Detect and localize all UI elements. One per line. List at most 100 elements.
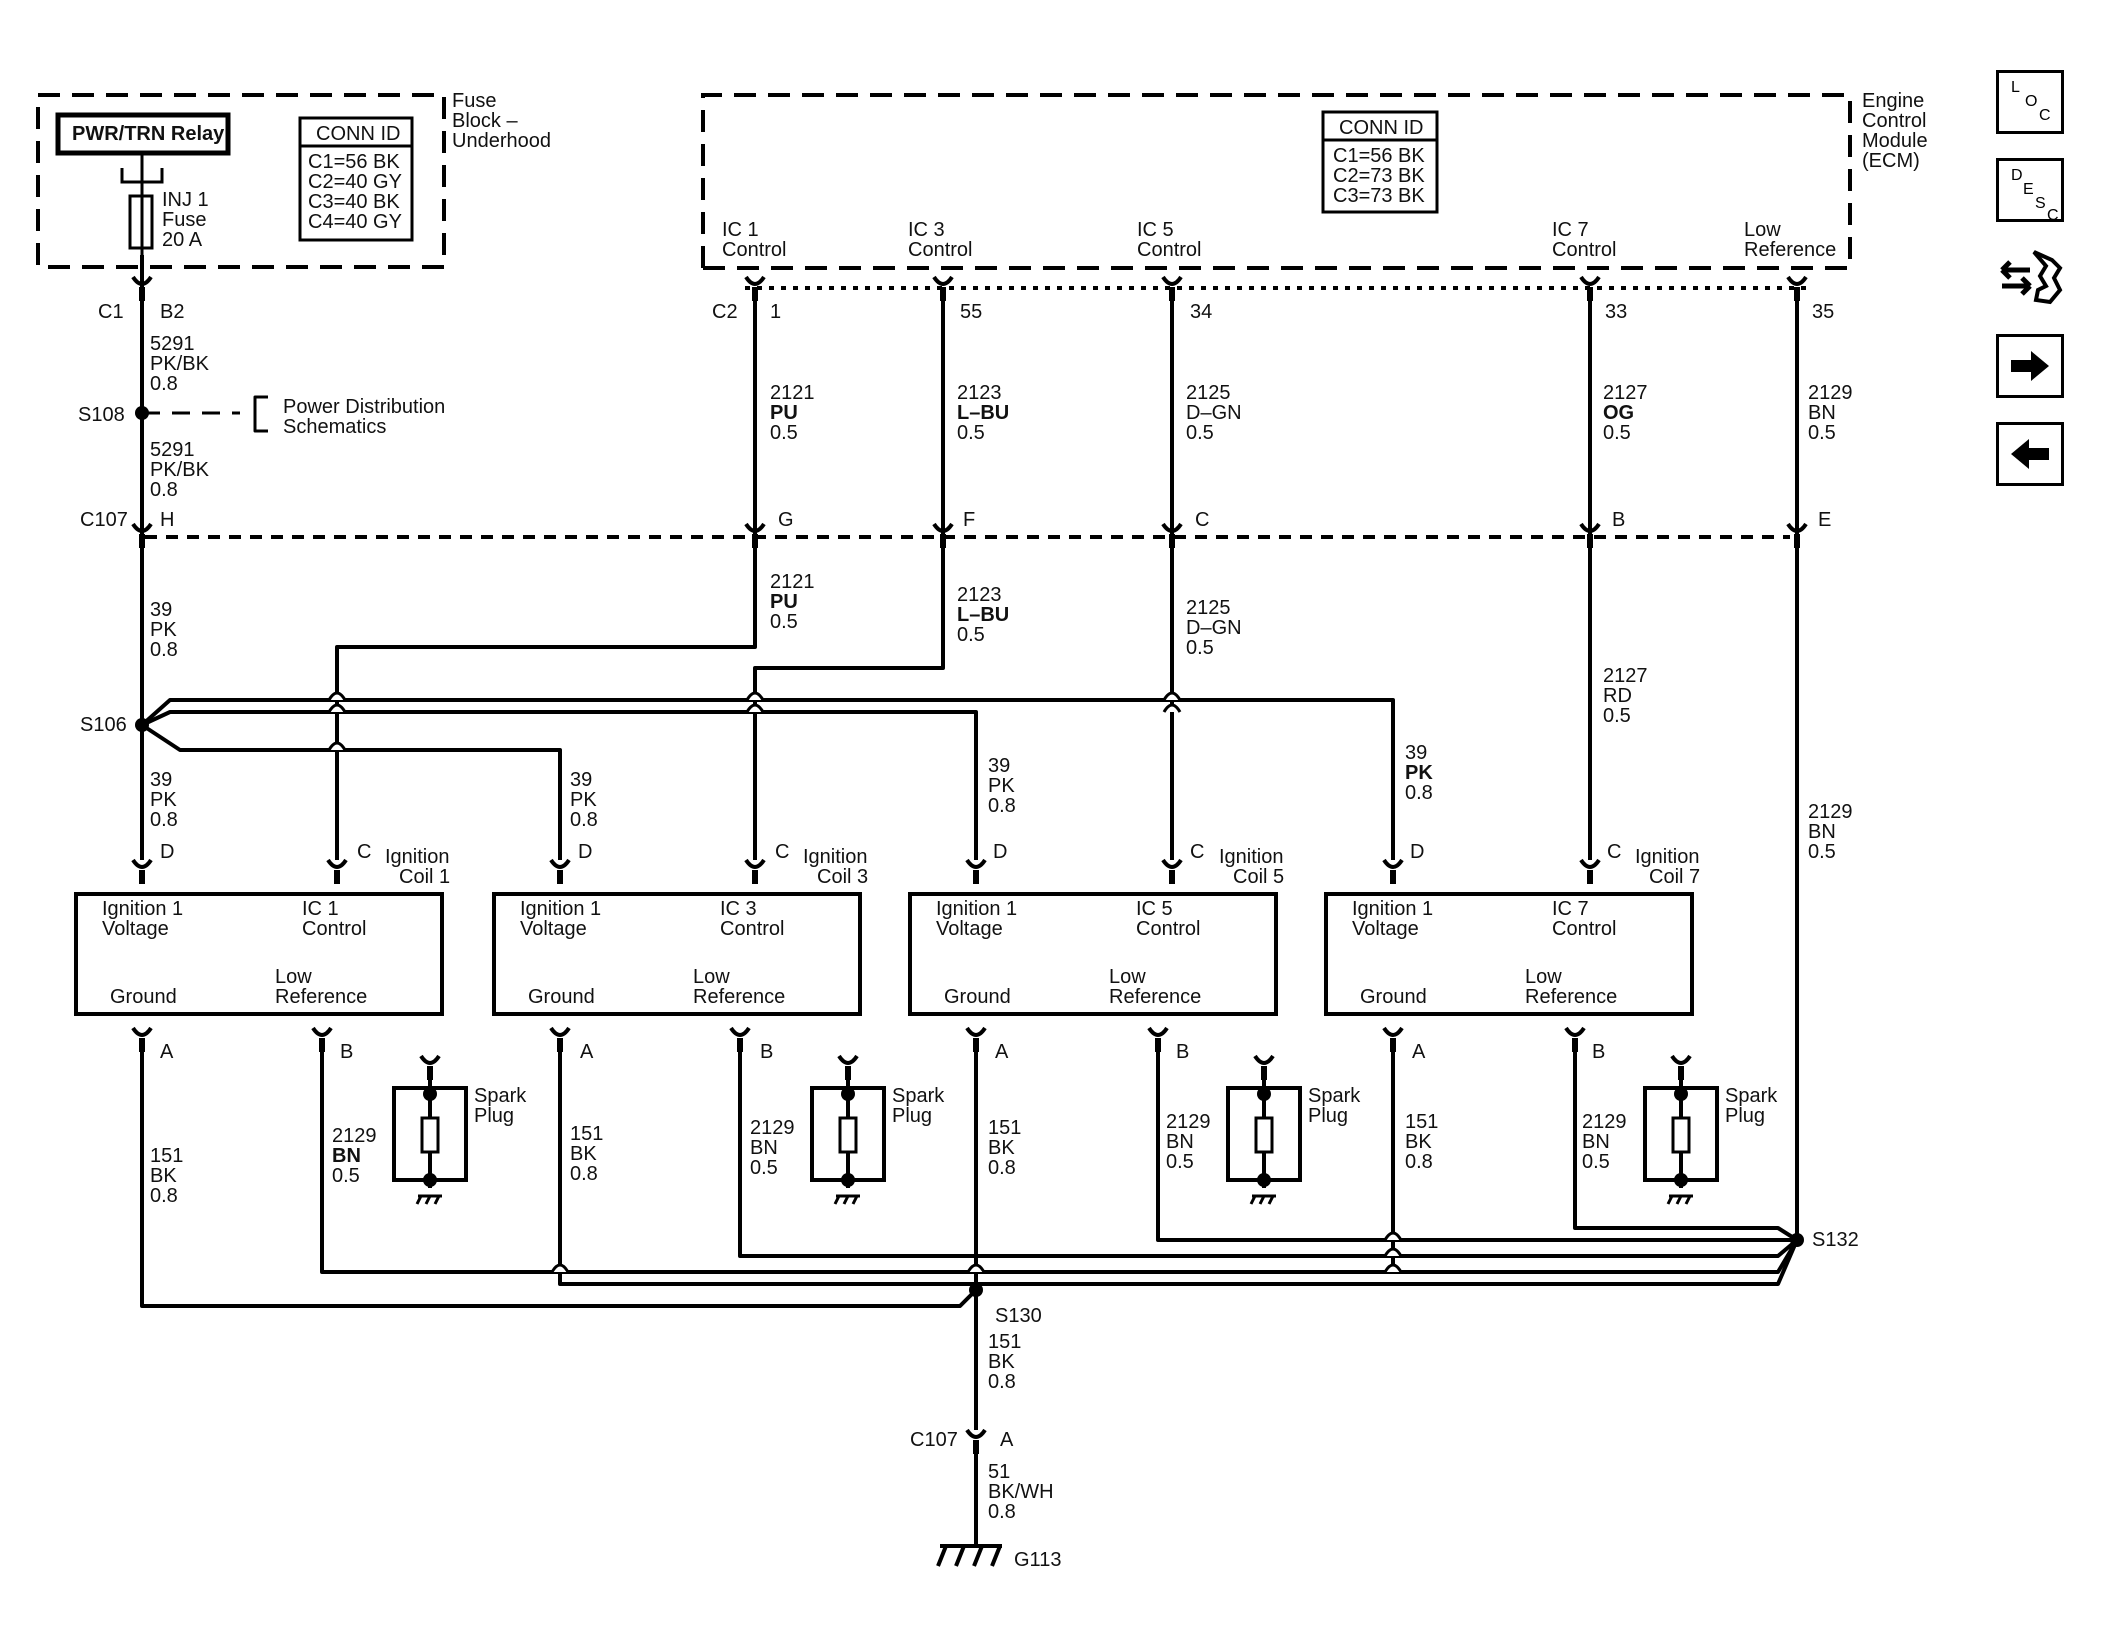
ecm-pin-label-1: IC 1	[722, 219, 759, 241]
wire-color: BK	[1405, 1131, 1432, 1153]
connector-id: C107	[910, 1429, 958, 1451]
previous-page-button[interactable]	[1996, 422, 2064, 486]
coil-wire-labels: 2121 PU 0.5 2123 L–BU 0.5 2125 D–GN 0.5 …	[770, 571, 1853, 863]
wire-circuit: 51	[988, 1461, 1010, 1483]
splice-dot	[969, 1283, 983, 1297]
ground-icon	[1666, 1194, 1693, 1205]
spark-plug-label: Spark	[1725, 1085, 1778, 1107]
pin-label: C	[1607, 841, 1621, 863]
splice-dot	[1790, 1233, 1804, 1247]
pin-label: A	[580, 1041, 594, 1063]
wire-circuit: 2129	[1808, 382, 1853, 404]
power-trunk-labels: 39 PK 0.8 S106 39 PK 0.8 39 PK 0.8 39 PK…	[80, 599, 1433, 831]
pin-label: C	[1190, 841, 1204, 863]
pin-label: B	[1612, 509, 1625, 531]
splice-dot	[1674, 1173, 1688, 1187]
navigation-sidebar: L O C D E S C	[1996, 70, 2076, 510]
coil-name: Coil 1	[399, 866, 450, 888]
connector-pin	[729, 1026, 751, 1037]
wire-circuit: 151	[150, 1145, 183, 1167]
description-view-button[interactable]: D E S C	[1996, 158, 2064, 224]
wire-color: BK/WH	[988, 1481, 1054, 1503]
wire-color: PK	[988, 775, 1015, 797]
schematic-reference-bracket	[253, 395, 268, 433]
connector-pin	[549, 1026, 571, 1037]
wire-size: 0.8	[988, 795, 1016, 817]
connector-pin	[932, 522, 954, 533]
connector-pin	[131, 858, 153, 869]
wire-circuit: 39	[150, 769, 172, 791]
connector-marks	[131, 275, 1808, 1454]
desc-letter: E	[2023, 181, 2034, 198]
ignition-coil-3: Ignition Coil 3 Ignition 1 Voltage IC 3 …	[492, 841, 945, 1185]
wire-color: PU	[770, 402, 798, 424]
splice-id: S132	[1812, 1229, 1859, 1251]
connector-pin	[1382, 1026, 1404, 1037]
wire-size: 0.8	[150, 479, 178, 501]
wire-circuit: 2125	[1186, 597, 1231, 619]
conn-id-row: C2=73 BK	[1333, 165, 1425, 187]
wire-size: 0.8	[988, 1371, 1016, 1393]
coil-name: Coil 7	[1649, 866, 1700, 888]
wire-color: PK	[150, 789, 177, 811]
wire-circuit: 2127	[1603, 382, 1648, 404]
connector-pin	[1169, 870, 1175, 884]
coil-terminal-label: Reference	[1525, 986, 1617, 1008]
spark-plug-icon	[1671, 1116, 1691, 1154]
connector-pin	[1572, 1038, 1578, 1052]
wire-size: 0.5	[1808, 841, 1836, 863]
wire-crossover	[745, 703, 765, 713]
splice-dot	[841, 1173, 855, 1187]
conn-id-row: C3=40 BK	[308, 191, 400, 213]
wire-size: 0.5	[1808, 422, 1836, 444]
pin-label: B	[1592, 1041, 1605, 1063]
conn-id-row: C1=56 BK	[308, 151, 400, 173]
connector-pin	[1253, 1054, 1275, 1065]
connector-pin	[752, 534, 758, 548]
pin-label: D	[578, 841, 592, 863]
wire-color: BK	[988, 1351, 1015, 1373]
wire-color: L–BU	[957, 604, 1009, 626]
coil-terminal-label: Ignition 1	[102, 898, 183, 920]
connector-pin	[1579, 522, 1601, 533]
wire-size: 0.8	[150, 1185, 178, 1207]
coil-terminal-label: Ignition 1	[1352, 898, 1433, 920]
power-feed-labels: C1 B2 5291 PK/BK 0.8 S108 Power Distribu…	[78, 301, 445, 501]
connector-pin	[744, 858, 766, 869]
ground-g113-icon	[936, 1544, 1002, 1567]
ecm-pin-label-2: Reference	[1744, 239, 1836, 261]
next-page-button[interactable]	[1996, 334, 2064, 398]
desc-letter: D	[2011, 167, 2023, 184]
wire-circuit: 2129	[1166, 1111, 1211, 1133]
ecm-pin-label-2: Control	[1552, 239, 1616, 261]
pin-label: B2	[160, 301, 184, 323]
wire-color: PK	[570, 789, 597, 811]
wire-size: 0.5	[1186, 637, 1214, 659]
coil-name: Coil 3	[817, 866, 868, 888]
ecm-pin-number: 55	[960, 301, 982, 323]
coil-terminal-label: Control	[1136, 918, 1200, 940]
coil-terminal-label: Low	[1525, 966, 1562, 988]
wire-size: 0.8	[988, 1501, 1016, 1523]
wire-circuit: 39	[988, 755, 1010, 777]
spark-plug-label: Plug	[892, 1105, 932, 1127]
location-view-button[interactable]: L O C	[1996, 70, 2064, 134]
pin-label: A	[160, 1041, 174, 1063]
wire-color: BN	[1808, 821, 1836, 843]
wire-size: 0.5	[750, 1157, 778, 1179]
wire-color: RD	[1603, 685, 1632, 707]
ecm-connector-id: C2	[712, 301, 738, 323]
pin-label: A	[995, 1041, 1009, 1063]
wire-size: 0.5	[332, 1165, 360, 1187]
pin-label: D	[993, 841, 1007, 863]
coil5-low-reference-wire	[1156, 1044, 1797, 1242]
wire-size: 0.5	[1166, 1151, 1194, 1173]
connector-pin	[1169, 287, 1175, 301]
ecm-pin-number: 34	[1190, 301, 1212, 323]
connector-view-button[interactable]	[1996, 246, 2064, 310]
connector-pin	[139, 870, 145, 884]
wire-crossover	[1383, 1263, 1403, 1273]
connector-pin	[549, 858, 571, 869]
coil-terminal-label: Control	[720, 918, 784, 940]
coil-terminal-label: Control	[302, 918, 366, 940]
